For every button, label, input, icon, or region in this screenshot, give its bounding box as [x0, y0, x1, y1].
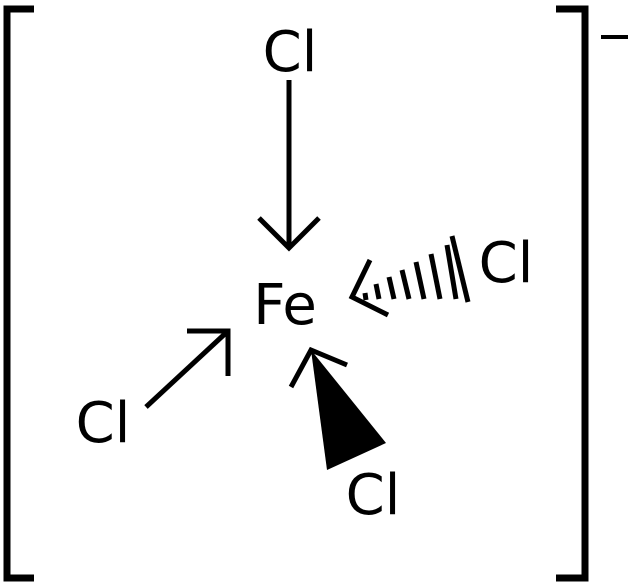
solid-wedge — [311, 350, 386, 470]
atom-label-cl-bottom: Cl — [346, 463, 401, 528]
bond-lower-left-dative — [144, 328, 231, 409]
bond-top-dative — [257, 80, 321, 252]
bond-bottom-solid-wedge — [288, 346, 386, 470]
atom-label-cl-lower-left: Cl — [76, 391, 131, 456]
atom-label-cl-right: Cl — [479, 231, 534, 296]
right-bracket — [556, 5, 589, 582]
atom-label-cl-top: Cl — [263, 20, 318, 85]
atom-label-fe: Fe — [253, 273, 317, 338]
bond-right-hashed-wedge — [348, 235, 471, 318]
left-bracket — [3, 5, 34, 582]
